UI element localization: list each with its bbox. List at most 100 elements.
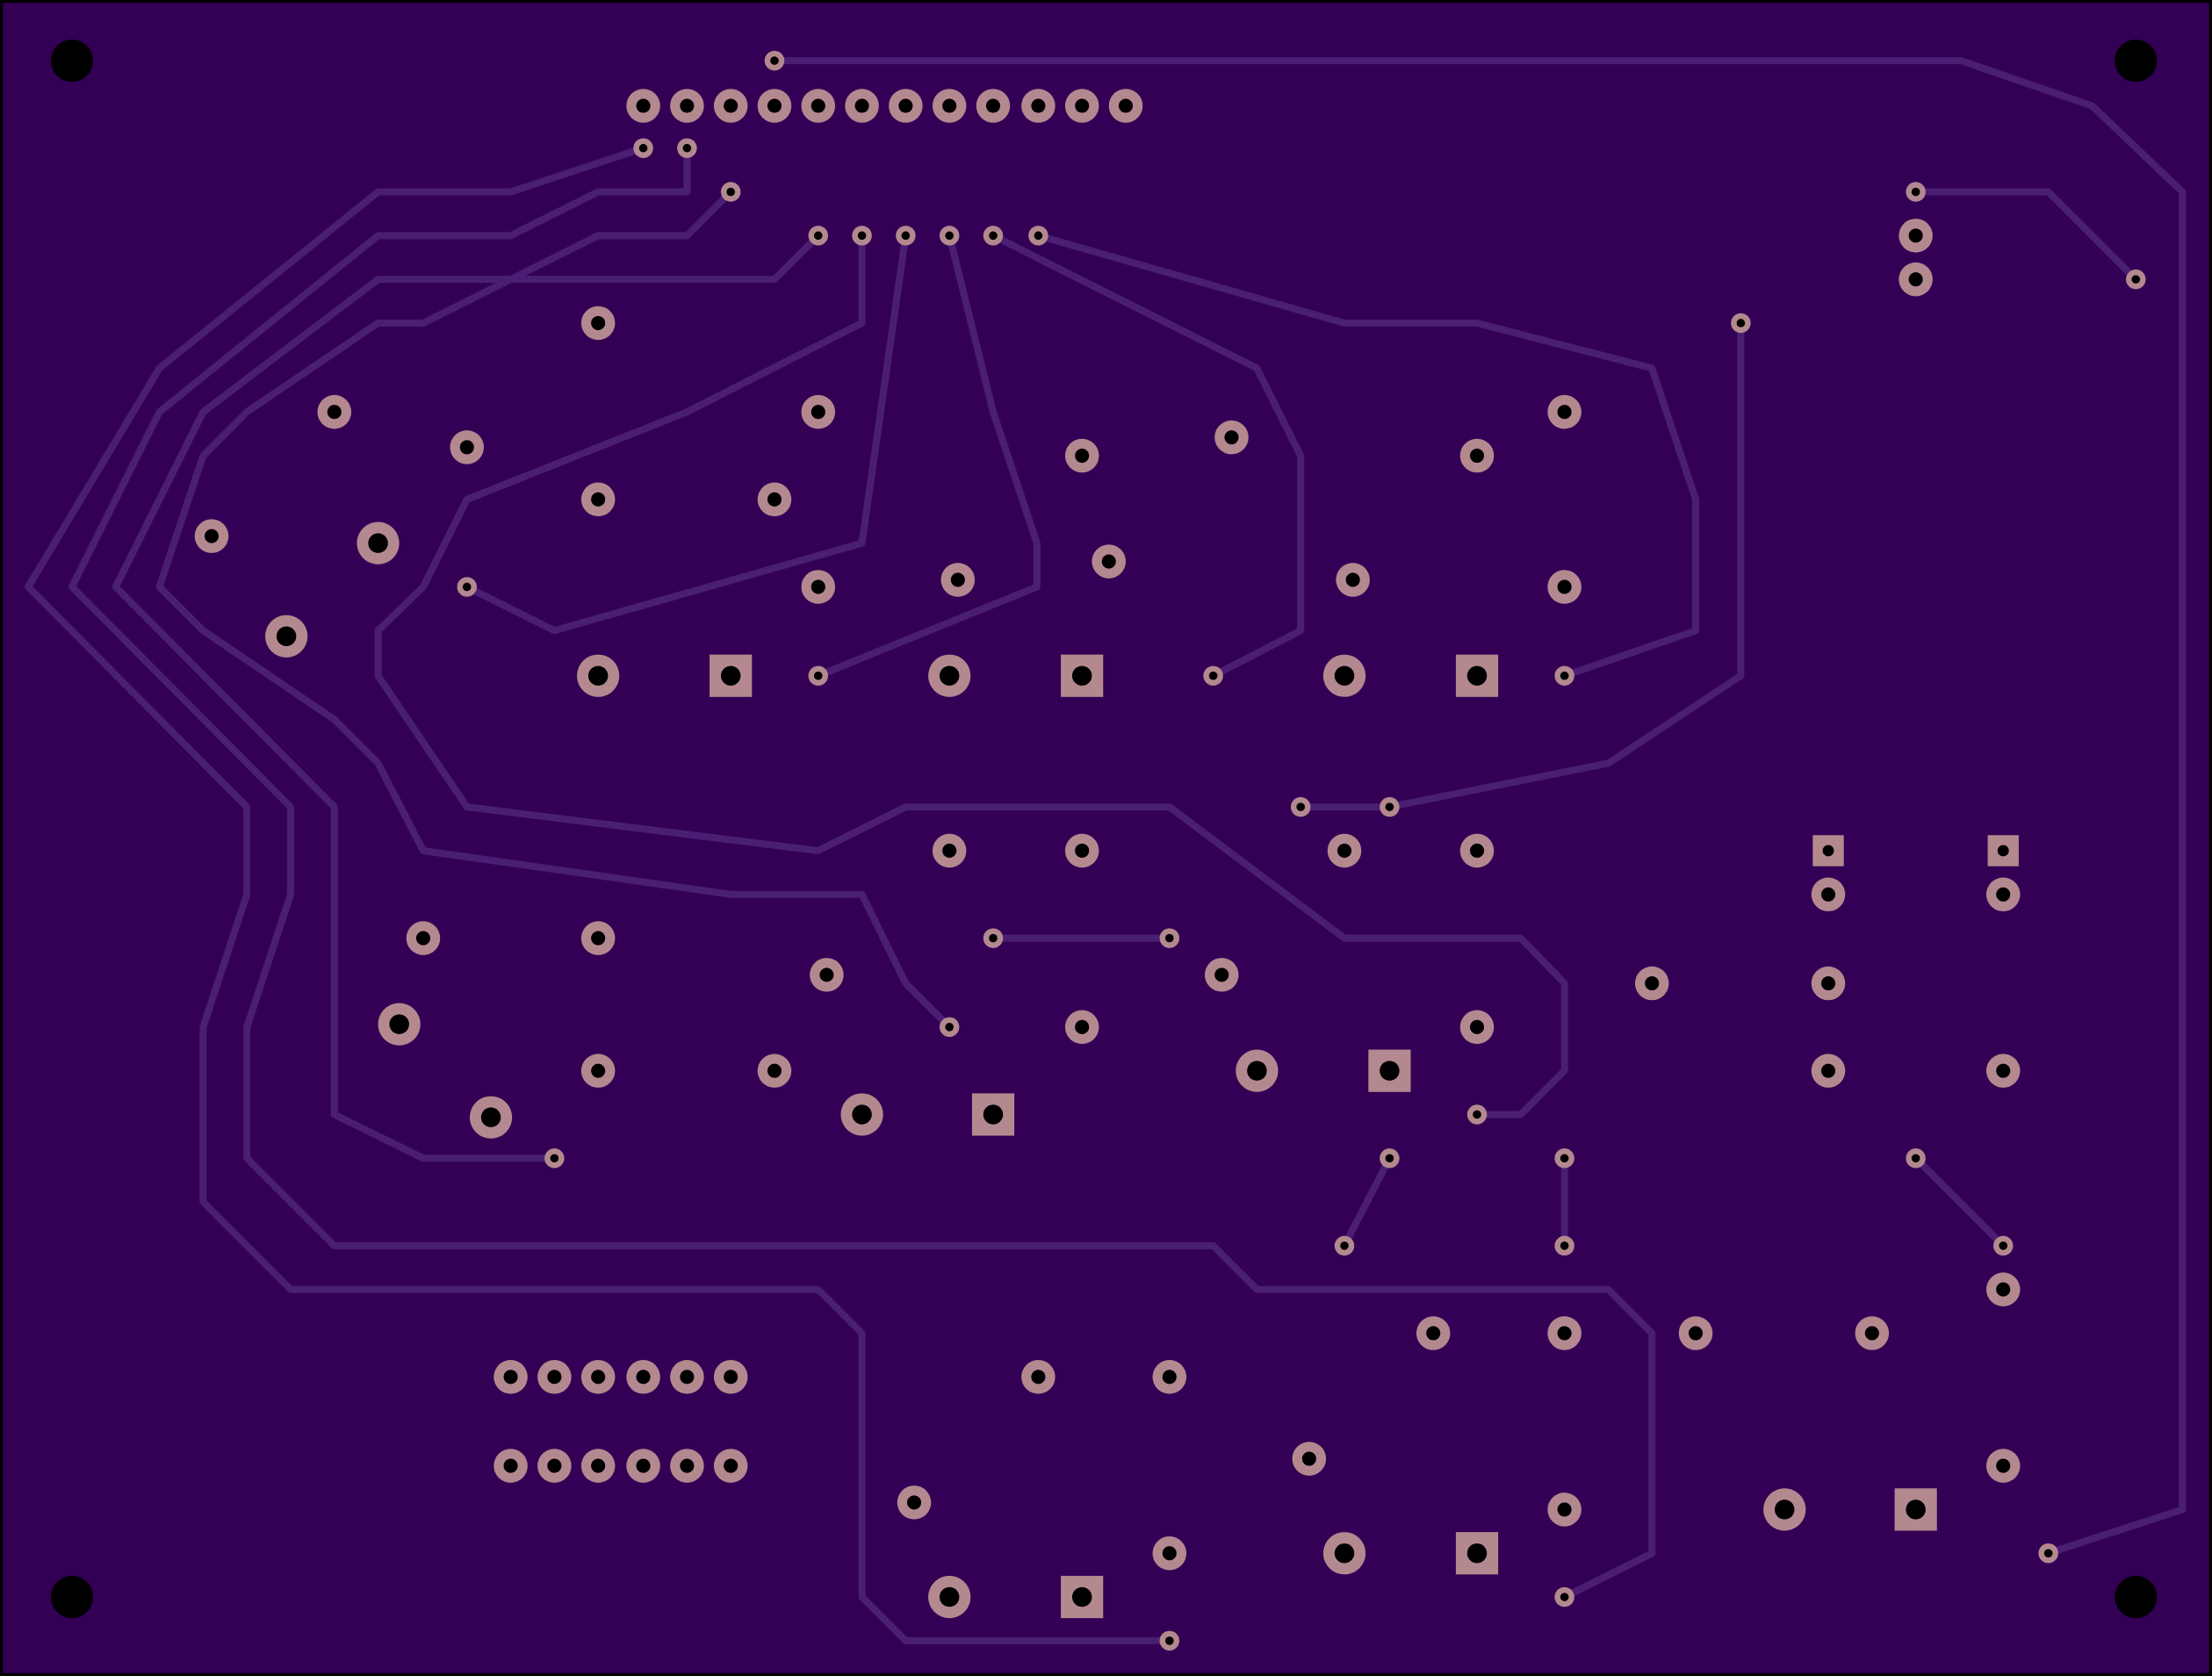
round-pad <box>1731 313 1751 334</box>
round-pad <box>1092 544 1126 579</box>
round-pad <box>1152 1360 1187 1394</box>
round-pad <box>1159 1630 1180 1651</box>
mounting-hole <box>50 39 94 83</box>
square-pad <box>710 654 753 697</box>
round-pad <box>1855 1316 1890 1350</box>
round-pad <box>670 1360 704 1394</box>
square-pad <box>1894 1488 1937 1531</box>
round-pad <box>1203 665 1223 686</box>
round-pad <box>713 1449 748 1483</box>
round-pad <box>537 1449 572 1483</box>
round-pad <box>897 1485 932 1520</box>
round-pad <box>1554 665 1574 686</box>
round-pad <box>580 1449 616 1483</box>
mounting-hole <box>2115 39 2158 83</box>
round-pad <box>544 1148 565 1169</box>
round-pad <box>939 1017 960 1038</box>
trace <box>814 232 1041 680</box>
round-pad <box>677 138 697 158</box>
trace <box>1912 188 2140 284</box>
round-pad <box>764 50 785 71</box>
round-pad <box>1678 1316 1713 1350</box>
round-pad <box>1159 928 1180 948</box>
round-pad <box>932 833 967 868</box>
round-pad <box>265 615 308 658</box>
round-pad <box>896 226 916 246</box>
round-pad <box>1021 89 1056 123</box>
round-pad <box>457 577 477 597</box>
round-pad <box>801 89 836 123</box>
round-pad <box>889 89 923 123</box>
round-pad <box>713 89 748 123</box>
trace <box>155 232 954 1031</box>
round-pad <box>1064 89 1099 123</box>
round-pad <box>1811 966 1846 1001</box>
round-pad <box>1554 1148 1574 1169</box>
square-pad <box>1455 654 1499 697</box>
round-pad <box>757 89 792 123</box>
round-pad <box>1906 1148 1926 1169</box>
round-pad <box>976 89 1011 123</box>
round-pad <box>1985 1449 2021 1483</box>
round-pad <box>1292 1442 1327 1476</box>
trace <box>1386 319 1745 811</box>
round-pad <box>1108 89 1143 123</box>
round-pad <box>1334 1235 1355 1256</box>
mounting-hole <box>50 1575 94 1619</box>
round-pad <box>1985 1272 2021 1306</box>
round-pad <box>1985 877 2021 912</box>
round-pad <box>1466 1104 1488 1125</box>
round-pad <box>1554 1235 1574 1256</box>
round-pad <box>670 89 704 123</box>
round-pad <box>450 430 485 464</box>
mounting-holes <box>50 39 2158 1619</box>
round-pad <box>1236 1049 1279 1092</box>
round-pad <box>1064 438 1099 473</box>
round-pad <box>1547 1493 1582 1527</box>
round-pad <box>852 226 872 246</box>
round-pad <box>1021 1360 1056 1394</box>
round-pad <box>494 1449 528 1483</box>
round-pad <box>670 1449 704 1483</box>
round-pad <box>580 921 616 955</box>
round-pad <box>713 1360 748 1394</box>
round-pad <box>378 1003 421 1046</box>
round-pad <box>577 654 620 697</box>
round-pad <box>194 519 229 553</box>
round-pad <box>537 1360 572 1394</box>
round-pad <box>1380 796 1400 817</box>
round-pad <box>1028 226 1048 246</box>
trace <box>1340 1154 1394 1249</box>
square-pad <box>1061 654 1104 697</box>
round-pad <box>1906 182 1926 202</box>
mounting-hole <box>2115 1575 2158 1619</box>
round-pad <box>1554 1586 1574 1608</box>
round-pad <box>808 226 829 246</box>
trace <box>770 57 2187 1557</box>
round-pad <box>1152 1536 1187 1571</box>
trace <box>1034 232 1700 680</box>
square-pad <box>1368 1049 1411 1092</box>
round-pad <box>1634 966 1669 1001</box>
round-pad <box>928 654 971 697</box>
round-pad <box>757 1054 792 1088</box>
round-pad <box>1322 1532 1366 1575</box>
trace <box>989 232 1305 680</box>
round-pad <box>1459 833 1495 868</box>
round-pad <box>801 394 836 429</box>
round-pad <box>928 1575 971 1619</box>
round-pad <box>1899 219 1933 253</box>
component-pads <box>194 50 2146 1651</box>
round-pad <box>357 522 400 565</box>
square-pad <box>1987 835 2019 867</box>
square-pad <box>1061 1575 1104 1619</box>
round-pad <box>808 665 829 686</box>
round-pad <box>1322 654 1366 697</box>
round-pad <box>810 958 844 992</box>
copper-traces <box>25 57 2187 1644</box>
round-pad <box>1204 958 1239 992</box>
round-pad <box>626 1449 660 1483</box>
round-pad <box>1064 1010 1099 1045</box>
round-pad <box>1811 1054 1846 1088</box>
